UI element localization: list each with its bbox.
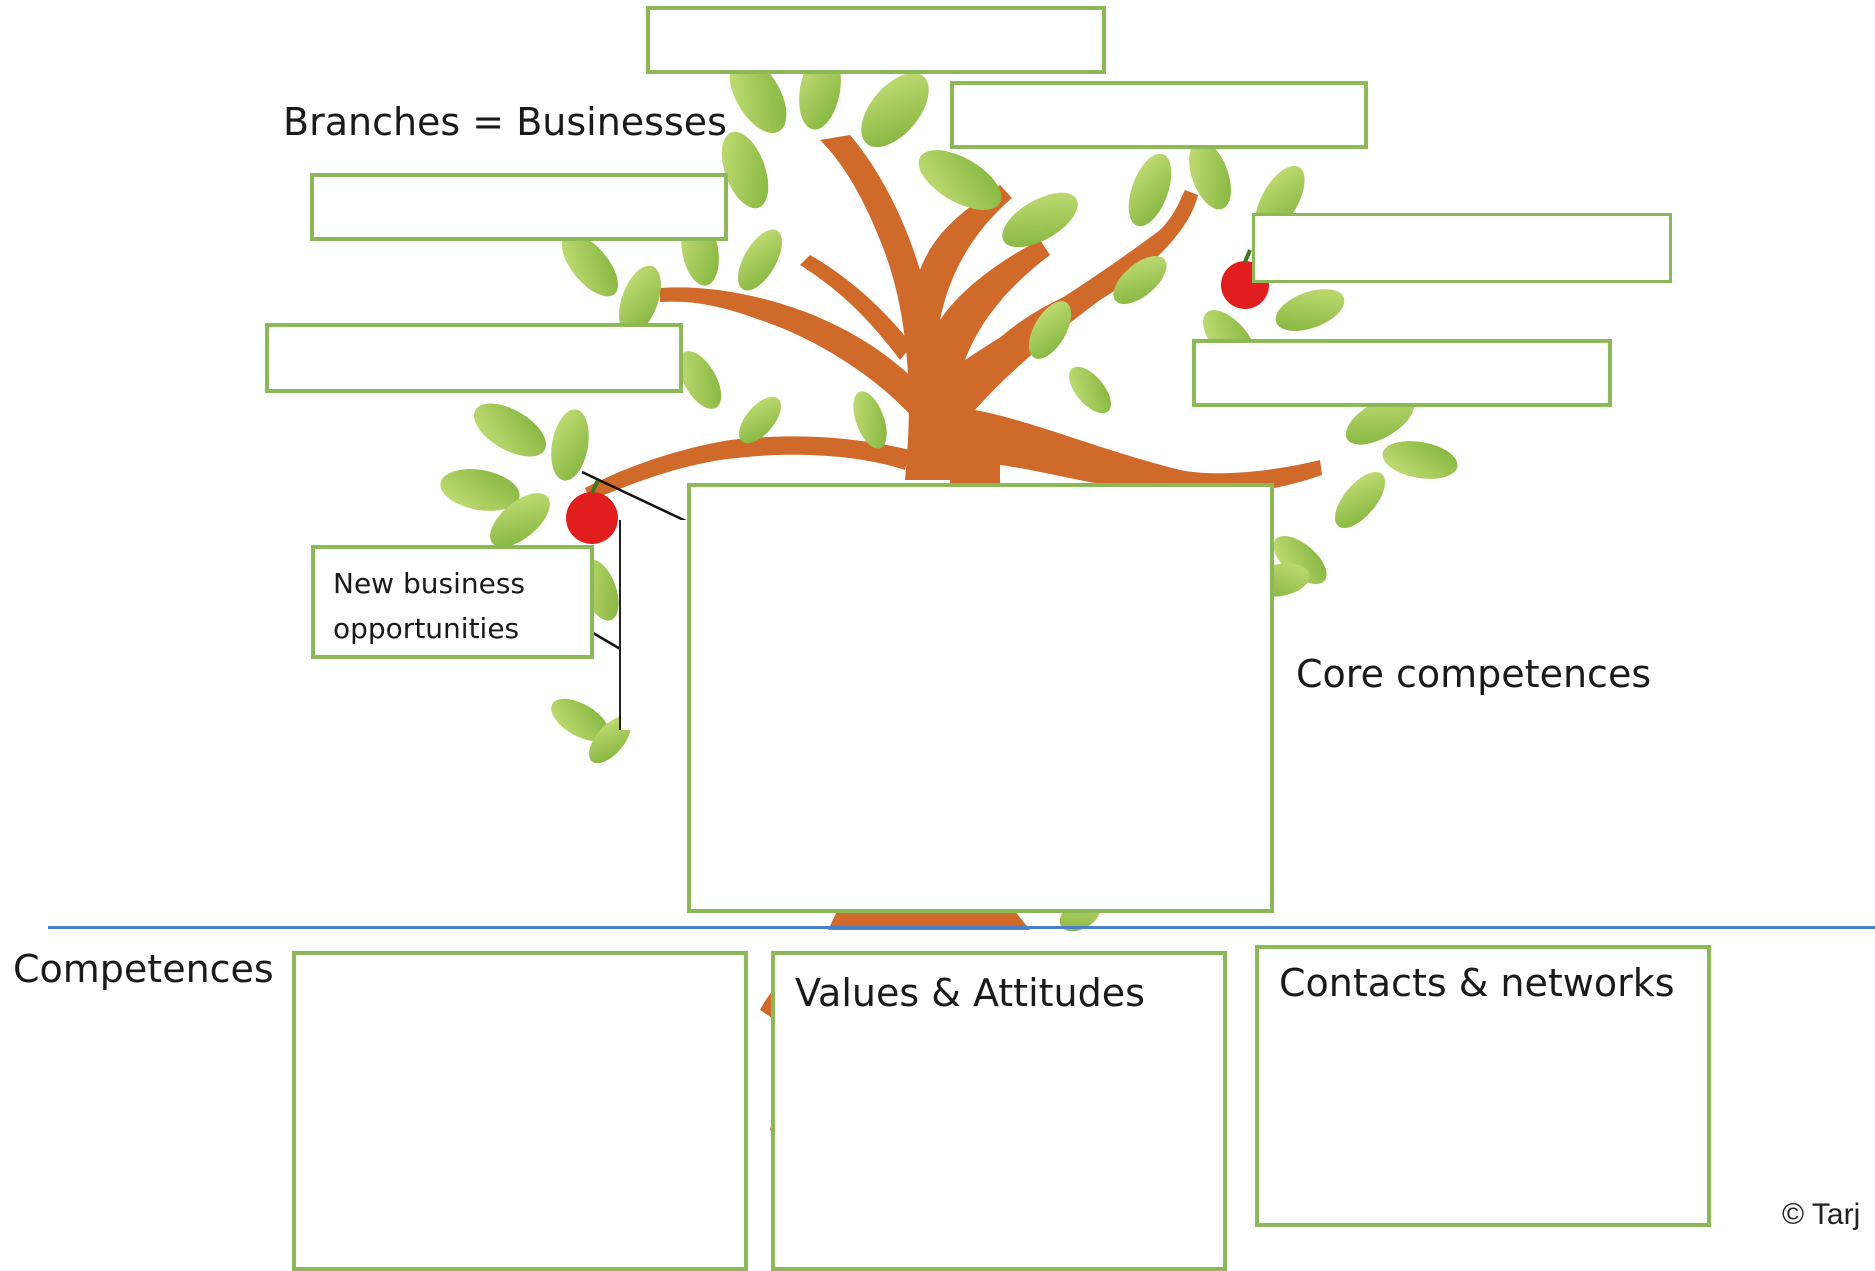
competences-label: Competences: [13, 947, 274, 991]
contacts-networks-box[interactable]: Contacts & networks: [1255, 945, 1711, 1227]
branch-box-top-right[interactable]: [950, 81, 1368, 149]
leaves-group: [440, 50, 1458, 932]
core-competences-label: Core competences: [1296, 652, 1652, 696]
core-competences-box[interactable]: [687, 483, 1274, 913]
competences-box[interactable]: [292, 951, 748, 1271]
mask-edge: [619, 520, 621, 730]
ground-divider: [48, 926, 1875, 929]
branch-box-left-1[interactable]: [310, 173, 728, 241]
branches-label: Branches = Businesses: [283, 100, 727, 144]
branch-box-right-2[interactable]: [1192, 339, 1612, 407]
values-attitudes-label: Values & Attitudes: [795, 971, 1145, 1015]
new-business-label: New business opportunities: [333, 567, 526, 645]
values-attitudes-box[interactable]: Values & Attitudes: [771, 951, 1227, 1271]
white-mask: [620, 520, 690, 730]
copyright-text: © Tarj: [1782, 1198, 1861, 1231]
contacts-networks-label: Contacts & networks: [1279, 961, 1675, 1005]
branch-box-left-2[interactable]: [265, 323, 683, 393]
branch-box-right-1[interactable]: [1252, 213, 1672, 283]
branch-box-top[interactable]: [646, 6, 1106, 74]
new-business-box[interactable]: New business opportunities: [311, 545, 594, 659]
